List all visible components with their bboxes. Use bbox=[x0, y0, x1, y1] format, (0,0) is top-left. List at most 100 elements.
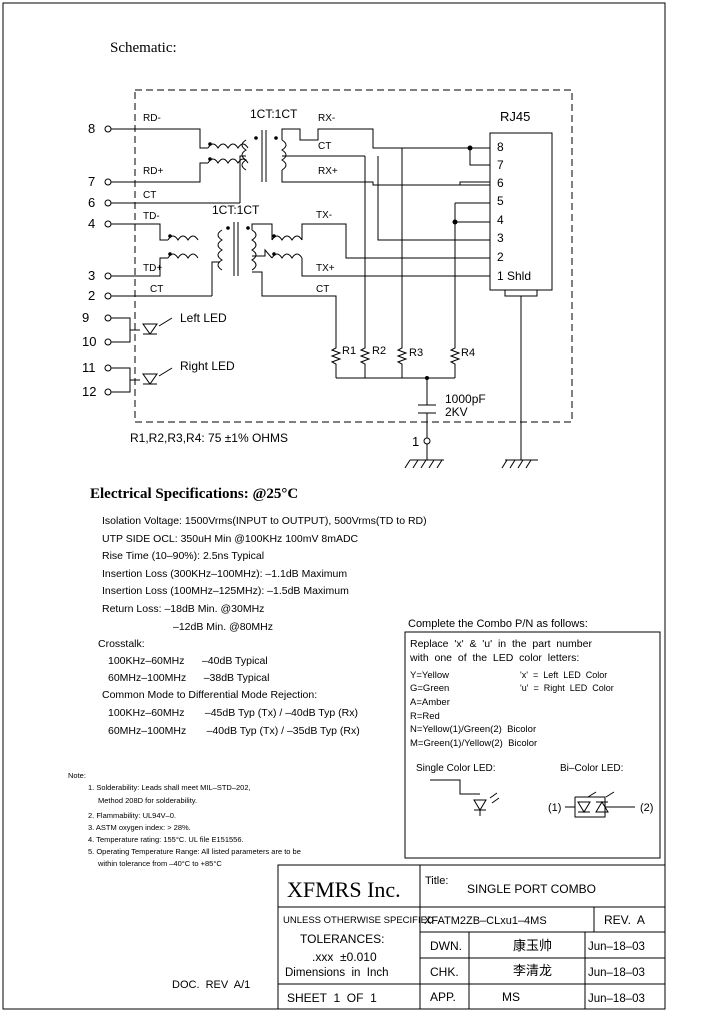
chk-signature: 李清龙 bbox=[513, 963, 552, 978]
pin-number: 8 bbox=[88, 121, 95, 136]
right-led-label: Right LED bbox=[180, 359, 235, 373]
resistor-label: R1 bbox=[342, 345, 356, 357]
pin-number: 10 bbox=[82, 334, 96, 349]
note-line: 2. Flammability: UL94V–0. bbox=[88, 811, 176, 820]
combo-heading: Complete the Combo P/N as follows: bbox=[408, 618, 588, 630]
unless-specified: UNLESS OTHERWISE SPECIFIED bbox=[283, 915, 434, 926]
color-letters: Y=Yellow G=Green A=Amber R=Red N=Yellow(… bbox=[410, 670, 614, 749]
tolerance-value: .xxx ±0.010 bbox=[312, 950, 377, 964]
resistor-label: R2 bbox=[372, 345, 386, 357]
drawing-title: SINGLE PORT COMBO bbox=[467, 882, 596, 896]
company-name: XFMRS Inc. bbox=[287, 877, 401, 902]
rj45-pin-label: 3 bbox=[497, 231, 504, 245]
revision: REV. A bbox=[604, 913, 645, 927]
led-symbols bbox=[142, 317, 173, 385]
cap-voltage: 2KV bbox=[445, 405, 468, 419]
signal-label: CT bbox=[150, 284, 163, 295]
left-led-label: Left LED bbox=[180, 311, 227, 325]
signal-label: CT bbox=[316, 284, 329, 295]
polarity-dots bbox=[168, 136, 473, 380]
signal-label: TX- bbox=[316, 210, 332, 221]
spec-line: Return Loss: –18dB Min. @30MHz bbox=[102, 603, 264, 615]
combo-intro: Replace 'x' & 'u' in the part number bbox=[410, 638, 592, 650]
chk-label: CHK. bbox=[430, 965, 459, 979]
single-led-symbol bbox=[430, 779, 500, 816]
tolerances-label: TOLERANCES: bbox=[300, 932, 384, 946]
color-letter: M=Green(1)/Yellow(2) Bicolor bbox=[410, 738, 537, 749]
signal-label: TX+ bbox=[316, 263, 335, 274]
bicolor-led-label: Bi–Color LED: bbox=[560, 763, 623, 774]
ground-symbols bbox=[404, 444, 538, 469]
combo-intro: with one of the LED color letters: bbox=[409, 652, 579, 664]
dwn-label: DWN. bbox=[430, 939, 462, 953]
cap-value: 1000pF bbox=[445, 392, 486, 406]
notes: Note: 1. Solderability: Leads shall meet… bbox=[68, 771, 301, 868]
electrical-specs: Isolation Voltage: 1500Vrms(INPUT to OUT… bbox=[98, 515, 427, 737]
note-line: Method 208D for solderability. bbox=[98, 796, 197, 805]
rj45-pin-label: 2 bbox=[497, 250, 504, 264]
spec-line: 100KHz–60MHz –40dB Typical bbox=[108, 655, 268, 667]
rj45-pin-label: 8 bbox=[497, 140, 504, 154]
title-block-grid bbox=[277, 864, 666, 1010]
pin-number: 6 bbox=[88, 195, 95, 210]
electrical-heading: Electrical Specifications: @25°C bbox=[90, 486, 298, 502]
signal-labels: RD- RD+ CT TD- TD+ CT RX- CT RX+ TX- TX+… bbox=[143, 113, 338, 295]
color-letter: G=Green bbox=[410, 683, 449, 694]
part-number: XFATM2ZB–CLxu1–4MS bbox=[424, 915, 547, 927]
dwn-signature: 康玉帅 bbox=[513, 938, 552, 953]
pin-number: 3 bbox=[88, 268, 95, 283]
combo-box bbox=[404, 631, 661, 859]
signal-label: RX- bbox=[318, 113, 335, 124]
u-definition: 'u' = Right LED Color bbox=[520, 683, 614, 693]
page-title: Schematic: bbox=[110, 40, 177, 56]
rj45-pin-label: 1 Shld bbox=[497, 269, 531, 283]
spec-line: 100KHz–60MHz –45dB Typ (Tx) / –40dB Typ … bbox=[108, 707, 358, 719]
pin-number: 4 bbox=[88, 216, 95, 231]
note-line: 3. ASTM oxygen index: > 28%. bbox=[88, 823, 191, 832]
spec-line: Crosstalk: bbox=[98, 638, 145, 650]
left-pin-numbers: 8 7 6 4 3 2 9 10 11 12 bbox=[82, 121, 96, 399]
spec-line: Isolation Voltage: 1500Vrms(INPUT to OUT… bbox=[102, 515, 427, 527]
app-label: APP. bbox=[430, 990, 456, 1004]
signal-label: RD- bbox=[143, 113, 161, 124]
resistor-symbols bbox=[330, 345, 461, 366]
spec-line: 60MHz–100MHz –38dB Typical bbox=[108, 672, 269, 684]
pin-number: 7 bbox=[88, 174, 95, 189]
spec-line: Rise Time (10–90%): 2.5ns Typical bbox=[102, 550, 264, 562]
note-line: within tolerance from –40°C to +85°C bbox=[97, 859, 222, 868]
signal-label: RD+ bbox=[143, 166, 163, 177]
color-letter: A=Amber bbox=[410, 697, 450, 708]
pin-number: 12 bbox=[82, 384, 96, 399]
rj45-pin-label: 5 bbox=[497, 194, 504, 208]
title-label: Title: bbox=[425, 875, 448, 887]
spec-line: Insertion Loss (100MHz–125MHz): –1.5dB M… bbox=[102, 585, 349, 597]
combo-text: Replace 'x' & 'u' in the part number wit… bbox=[409, 638, 592, 664]
spec-line: –12dB Min. @80MHz bbox=[173, 621, 273, 633]
x-definition: 'x' = Left LED Color bbox=[520, 670, 607, 680]
spec-line: Insertion Loss (300KHz–100MHz): –1.1dB M… bbox=[102, 568, 347, 580]
resistor-note: R1,R2,R3,R4: 75 ±1% OHMS bbox=[130, 431, 288, 445]
chk-date: Jun–18–03 bbox=[588, 967, 645, 979]
resistor-labels: R1 R2 R3 R4 bbox=[342, 345, 475, 359]
color-letter: R=Red bbox=[410, 711, 440, 722]
resistor-label: R3 bbox=[409, 347, 423, 359]
rj45-pin-label: 7 bbox=[497, 158, 504, 172]
color-letter: Y=Yellow bbox=[410, 670, 449, 681]
app-date: Jun–18–03 bbox=[588, 993, 645, 1005]
pin-number: 11 bbox=[82, 360, 96, 375]
single-led-label: Single Color LED: bbox=[416, 763, 495, 774]
ground-pin-number: 1 bbox=[412, 434, 419, 449]
dimensions-unit: Dimensions in Inch bbox=[285, 967, 389, 979]
rj45-pin-label: 6 bbox=[497, 176, 504, 190]
doc-revision: DOC. REV A/1 bbox=[172, 979, 250, 991]
resistor-label: R4 bbox=[461, 347, 475, 359]
spec-line: Common Mode to Differential Mode Rejecti… bbox=[102, 689, 317, 701]
spec-line: UTP SIDE OCL: 350uH Min @100KHz 100mV 8m… bbox=[102, 533, 359, 545]
note-line: 1. Solderability: Leads shall meet MIL–S… bbox=[88, 783, 251, 792]
signal-label: TD+ bbox=[143, 263, 162, 274]
rj45-pin-label: 4 bbox=[497, 213, 504, 227]
transformer-top-ratio: 1CT:1CT bbox=[250, 107, 298, 121]
bicolor-led-symbol bbox=[565, 791, 635, 818]
ground-pin-terminal bbox=[423, 437, 431, 445]
